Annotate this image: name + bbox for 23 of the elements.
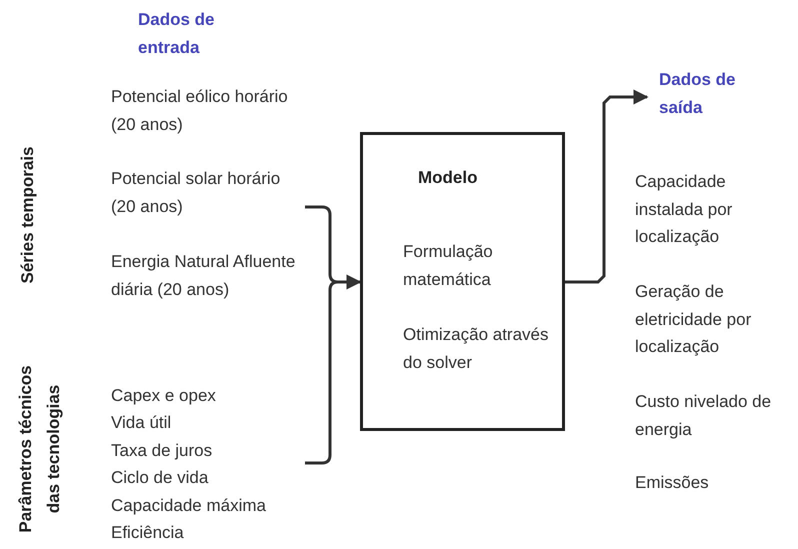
- item-text: Potencial eólico horário (20 anos): [111, 86, 289, 136]
- box-title: Modelo: [418, 167, 478, 189]
- item-text: Capacidade instalada por localização: [635, 171, 734, 248]
- box-text: Formulação matemática: [403, 241, 494, 290]
- item-text: Emissões: [635, 472, 710, 494]
- item-text: Geração de eletricidade por localização: [635, 281, 752, 358]
- item-text: Ciclo de vida: [111, 467, 210, 489]
- item-text: Taxa de juros: [111, 440, 214, 462]
- model-box: [360, 132, 565, 431]
- section-heading: Dados de entrada: [138, 9, 216, 58]
- item-text: Eficiência: [111, 522, 185, 544]
- item-text: Capacidade máxima: [111, 495, 267, 517]
- section-heading: Dados de saída: [659, 69, 737, 118]
- group-label: Parâmetros técnicos das tecnologias: [15, 364, 64, 535]
- arrow: [338, 274, 362, 290]
- item-text: Capex e opex: [111, 385, 217, 407]
- box-text: Otimização através do solver: [403, 324, 550, 374]
- item-text: Potencial solar horário (20 anos): [111, 168, 282, 218]
- item-text: Custo nivelado de energia: [635, 391, 772, 440]
- arrow: [565, 90, 648, 284]
- item-text: Energia Natural Afluente diária (20 anos): [111, 251, 296, 300]
- item-text: Vida útil: [111, 412, 172, 434]
- group-label: Séries temporais: [17, 146, 38, 286]
